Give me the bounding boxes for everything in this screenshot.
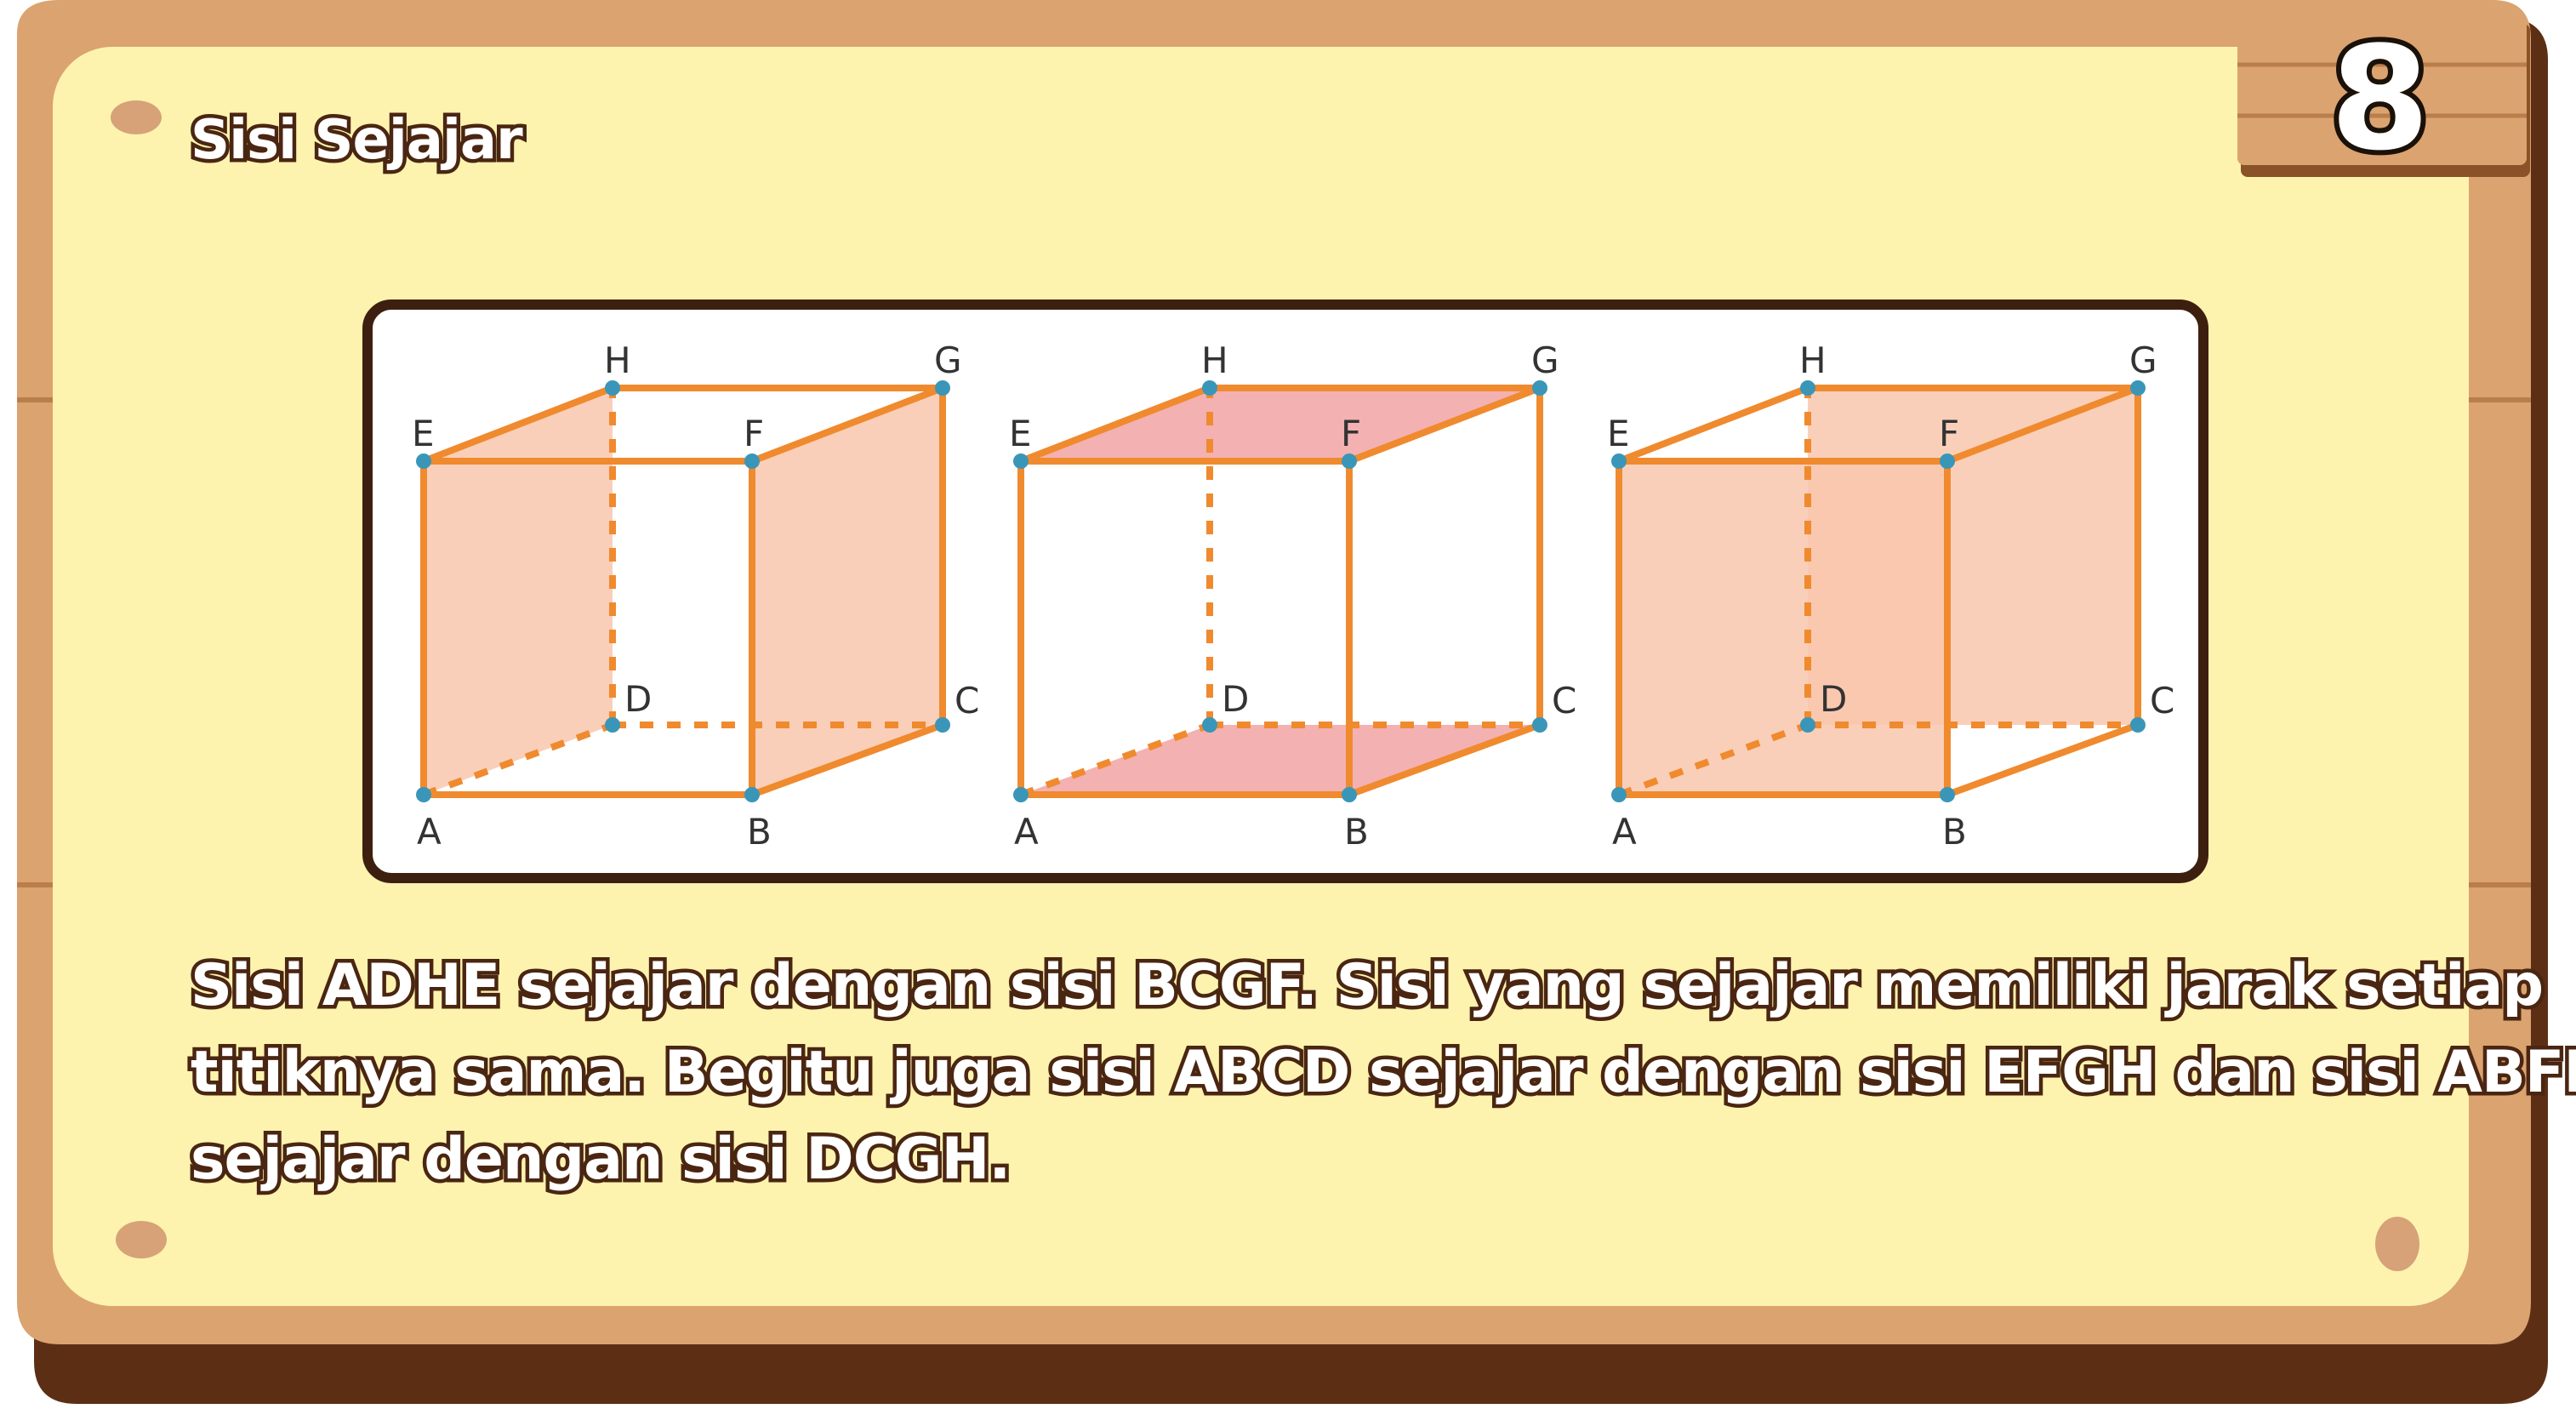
vertex-point-c xyxy=(2130,717,2146,733)
vertex-point-g xyxy=(1532,380,1547,396)
hidden-edge-ad xyxy=(1019,722,1211,798)
explanation-line: Sisi ADHE sejajar dengan sisi BCGF. Sisi… xyxy=(187,949,2548,1024)
vertex-label-f: F xyxy=(744,413,764,454)
vertex-point-h xyxy=(1800,380,1815,396)
vertex-point-a xyxy=(1013,787,1029,802)
nail-hole xyxy=(116,1221,167,1258)
explanation-text: Sisi ADHE sejajar dengan sisi BCGF. Sisi… xyxy=(187,943,2576,1203)
vertex-point-a xyxy=(416,787,431,802)
edge-bc xyxy=(749,722,946,798)
edge-bc xyxy=(1346,722,1543,798)
vertex-label-d: D xyxy=(1820,678,1847,720)
vertex-label-e: E xyxy=(1009,413,1032,454)
vertex-point-e xyxy=(1611,454,1627,469)
vertex-label-c: C xyxy=(955,680,979,722)
cube-figure-1: A B C D E F G H xyxy=(412,339,979,853)
vertex-label-a: A xyxy=(1612,811,1637,853)
vertex-label-e: E xyxy=(412,413,435,454)
vertex-point-a xyxy=(1611,787,1627,802)
cube-figure-3: A B C D E F G H xyxy=(1607,339,2174,853)
edge-he xyxy=(1616,385,1811,465)
nail-hole xyxy=(2375,1217,2419,1271)
page-number-plank xyxy=(2237,15,2527,165)
hidden-edge-ad xyxy=(422,722,614,798)
explanation-line: titiknya sama. Begitu juga sisi ABCD sej… xyxy=(187,1035,2576,1110)
cube-diagram-panel: A B C D E F G H A B C D E F G H A B C D E F G H xyxy=(362,299,2208,883)
edge-bc xyxy=(1944,722,2141,798)
edge-fg xyxy=(1346,385,1543,465)
edge-fg xyxy=(749,385,946,465)
vertex-label-b: B xyxy=(747,811,772,853)
edge-he xyxy=(420,385,616,465)
vertex-point-e xyxy=(1013,454,1029,469)
vertex-label-g: G xyxy=(2129,339,2157,381)
vertex-label-a: A xyxy=(417,811,442,853)
vertex-label-g: G xyxy=(934,339,962,381)
vertex-point-g xyxy=(2130,380,2146,396)
section-title: Sisi Sejajar xyxy=(187,106,527,176)
vertex-label-h: H xyxy=(1201,339,1228,381)
page-number: 8 xyxy=(2325,10,2435,187)
vertex-point-c xyxy=(1532,717,1547,733)
vertex-point-f xyxy=(1940,454,1955,469)
vertex-point-h xyxy=(1202,380,1217,396)
vertex-point-b xyxy=(744,787,760,802)
vertex-point-d xyxy=(605,717,620,733)
cubes-diagram: A B C D E F G H A B C D E F G H A B C D E F G H xyxy=(412,339,2174,853)
vertex-point-h xyxy=(605,380,620,396)
face-bcgf xyxy=(752,388,943,795)
hidden-edge-ad xyxy=(1617,722,1809,798)
vertex-point-f xyxy=(1342,454,1357,469)
explanation-line: sejajar dengan sisi DCGH. xyxy=(187,1122,1015,1197)
vertex-point-b xyxy=(1940,787,1955,802)
vertex-point-f xyxy=(744,454,760,469)
vertex-label-b: B xyxy=(1942,811,1967,853)
vertex-label-d: D xyxy=(624,678,652,720)
vertex-label-c: C xyxy=(2150,680,2174,722)
vertex-label-f: F xyxy=(1341,413,1361,454)
face-efgh xyxy=(1021,388,1540,461)
vertex-point-g xyxy=(935,380,950,396)
edge-he xyxy=(1017,385,1213,465)
cube-figure-2: A B C D E F G H xyxy=(1009,339,1576,853)
vertex-label-h: H xyxy=(1799,339,1827,381)
vertex-label-g: G xyxy=(1531,339,1559,381)
nail-hole xyxy=(111,100,162,134)
vertex-label-e: E xyxy=(1607,413,1630,454)
face-dcgh xyxy=(1808,388,2138,725)
face-abcd xyxy=(1021,725,1540,795)
vertex-label-d: D xyxy=(1222,678,1249,720)
edge-fg xyxy=(1944,385,2141,465)
face-adhe xyxy=(424,388,613,795)
vertex-point-d xyxy=(1202,717,1217,733)
vertex-point-e xyxy=(416,454,431,469)
vertex-label-b: B xyxy=(1344,811,1369,853)
vertex-label-a: A xyxy=(1014,811,1039,853)
vertex-point-c xyxy=(935,717,950,733)
vertex-label-c: C xyxy=(1552,680,1576,722)
vertex-point-d xyxy=(1800,717,1815,733)
vertex-point-b xyxy=(1342,787,1357,802)
vertex-label-h: H xyxy=(604,339,631,381)
vertex-label-f: F xyxy=(1939,413,1959,454)
